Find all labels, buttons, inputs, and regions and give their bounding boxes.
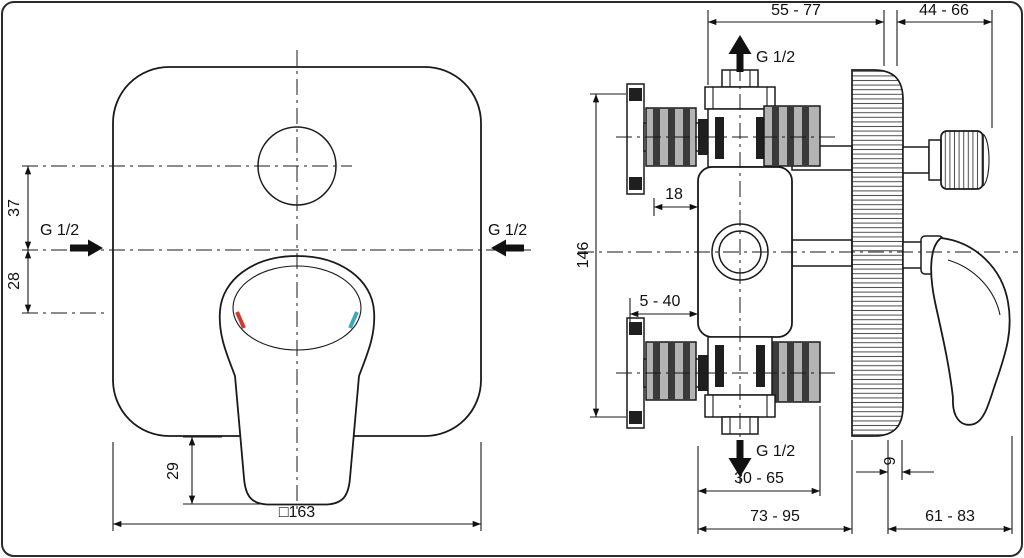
flow-arrow-down-icon: [728, 440, 752, 477]
sleeve-thread-stripe: [802, 106, 809, 166]
fixing-screw-icon: [629, 322, 642, 335]
dim-61-83-label: 61 - 83: [925, 508, 975, 525]
right-inlet: G 1/2: [488, 222, 527, 257]
knob-ring: [928, 139, 942, 181]
sleeve-thread-stripe: [668, 342, 675, 400]
dim-163-label: □163: [279, 504, 315, 521]
column-seal: [715, 117, 724, 159]
mounting-sleeve-upper-right: [763, 105, 821, 167]
nut-facet-lines: [712, 395, 768, 417]
dim-28-label: 28: [6, 272, 23, 290]
dim-mounting-depth: 55 - 77: [707, 2, 885, 85]
dim-total-rough-depth: 73 - 95: [698, 440, 853, 534]
handle-adapter: [902, 241, 924, 269]
knob-barrel: [940, 130, 984, 190]
dim-55-77-label: 55 - 77: [771, 2, 821, 19]
dim-inlet-offset: 28: [6, 250, 32, 313]
left-inlet-label: G 1/2: [40, 222, 79, 239]
dim-trim-depth: 44 - 66: [896, 2, 993, 128]
mounting-sleeve-lower-right: [763, 341, 821, 403]
nipple-thread-lines: [729, 70, 751, 87]
flow-arrow-right-icon: [70, 239, 103, 257]
sleeve-thread-stripe: [787, 342, 794, 402]
dim-18-label: 18: [665, 186, 683, 203]
dim-5-40-label: 5 - 40: [640, 293, 681, 310]
sleeve-thread-stripe: [787, 106, 794, 166]
dim-29-label: 29: [165, 462, 182, 480]
dim-escutcheon-thickness: 9: [856, 440, 934, 480]
fixing-screw-icon: [629, 411, 642, 424]
dim-30-65-label: 30 - 65: [734, 470, 784, 487]
dim-73-95-label: 73 - 95: [750, 508, 800, 525]
flow-arrow-left-icon: [491, 239, 524, 257]
top-outlet: G 1/2: [728, 35, 795, 72]
fixing-screw-icon: [629, 177, 642, 190]
cartridge-stem: [791, 239, 853, 267]
dim-housing-depth: 30 - 65: [697, 406, 821, 534]
diverter-knob: [902, 130, 990, 190]
sleeve-thread-stripe: [653, 342, 660, 400]
dim-146-label: 146: [575, 242, 592, 269]
column-seal: [715, 345, 724, 387]
sleeve-thread-stripe: [668, 108, 675, 166]
dim-37-label: 37: [6, 199, 23, 217]
column-seal: [756, 345, 765, 387]
fixing-screw-icon: [629, 88, 642, 101]
dim-body-offset: 18: [653, 186, 698, 216]
dim-total-trim-depth: 61 - 83: [887, 436, 1013, 534]
lever-handle-side: [902, 235, 1011, 426]
handle-lever: [930, 237, 1011, 426]
dim-44-66-label: 44 - 66: [919, 2, 969, 19]
cold-indicator: [348, 311, 359, 329]
knob-end-cap: [982, 133, 990, 187]
sleeve-thread-stripe: [772, 342, 779, 402]
handle-edge-line: [947, 259, 1001, 316]
column-seal: [756, 117, 765, 159]
nipple-thread-lines: [729, 417, 751, 434]
dim-9-label: 9: [882, 456, 899, 465]
dim-handle-clearance: 29: [165, 436, 264, 505]
knob-neck: [902, 146, 930, 174]
left-inlet: G 1/2: [40, 222, 103, 257]
front-view: 37 28 G 1/2 G 1/2 29 □163: [6, 50, 532, 531]
sleeve-thread-stripe: [772, 106, 779, 166]
flow-arrow-up-icon: [728, 35, 752, 72]
dim-faceplate-size: □163: [112, 442, 482, 531]
top-outlet-label: G 1/2: [756, 49, 795, 66]
bottom-outlet-label: G 1/2: [756, 443, 795, 460]
dim-port-spacing: 146: [575, 93, 626, 418]
side-view: G 1/2 G 1/2 55 - 77 44 - 66 146: [575, 2, 1018, 534]
dim-finished-wall: 5 - 40: [629, 293, 698, 322]
escutcheon-plate: [851, 69, 904, 437]
sleeve-thread-stripe: [683, 342, 690, 400]
dim-button-offset: 37: [6, 166, 32, 250]
mounting-sleeve-lower-left: [645, 341, 697, 401]
right-inlet-label: G 1/2: [488, 222, 527, 239]
bottom-outlet: G 1/2: [728, 440, 795, 477]
sleeve-thread-stripe: [802, 342, 809, 402]
mounting-rail-upper: [626, 83, 645, 195]
hot-indicator: [235, 311, 246, 329]
